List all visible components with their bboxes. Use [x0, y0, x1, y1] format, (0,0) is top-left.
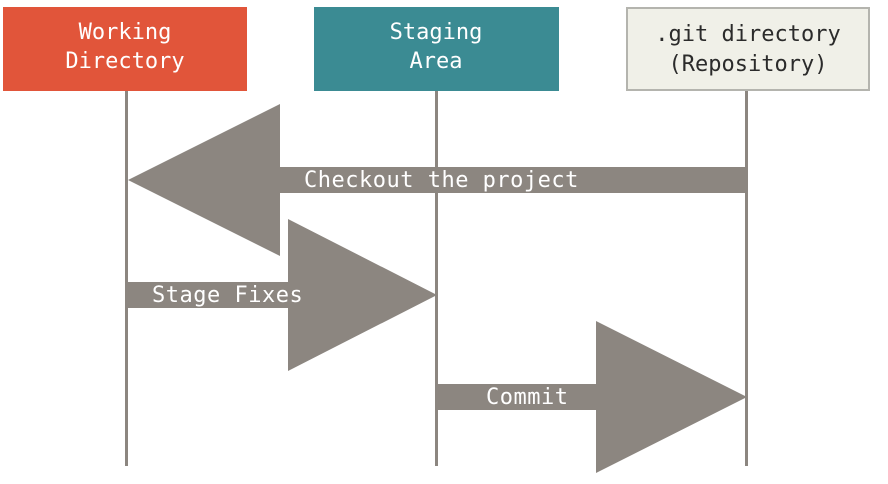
staging-area-label-line2: Area: [410, 49, 463, 74]
repository-box: .git directory (Repository): [626, 7, 870, 91]
commit-arrow-shape: [437, 321, 747, 473]
repository-label-line2: (Repository): [669, 52, 828, 77]
checkout-arrow: Checkout the project: [128, 104, 748, 256]
staging-area-box: Staging Area: [314, 7, 559, 91]
staging-area-lifeline: [435, 90, 438, 466]
stage-fixes-arrow-label: Stage Fixes: [152, 283, 303, 308]
staging-area-box-bg: [314, 7, 559, 91]
stage-fixes-arrow-shape: [128, 219, 437, 371]
repository-label-line1: .git directory: [655, 22, 840, 47]
working-directory-label-line1: Working: [79, 20, 172, 45]
working-directory-label-line2: Directory: [65, 49, 184, 74]
checkout-arrow-shape: [128, 104, 748, 256]
working-directory-box: Working Directory: [3, 7, 247, 91]
repository-box-bg: [626, 7, 870, 91]
commit-arrow: Commit: [437, 321, 747, 473]
checkout-arrow-label: Checkout the project: [304, 168, 579, 193]
staging-area-label-line1: Staging: [390, 20, 483, 45]
working-directory-lifeline: [125, 90, 128, 466]
repository-lifeline: [745, 90, 748, 466]
commit-arrow-label: Commit: [486, 385, 568, 410]
stage-fixes-arrow: Stage Fixes: [128, 219, 437, 371]
working-directory-box-bg: [3, 7, 247, 91]
